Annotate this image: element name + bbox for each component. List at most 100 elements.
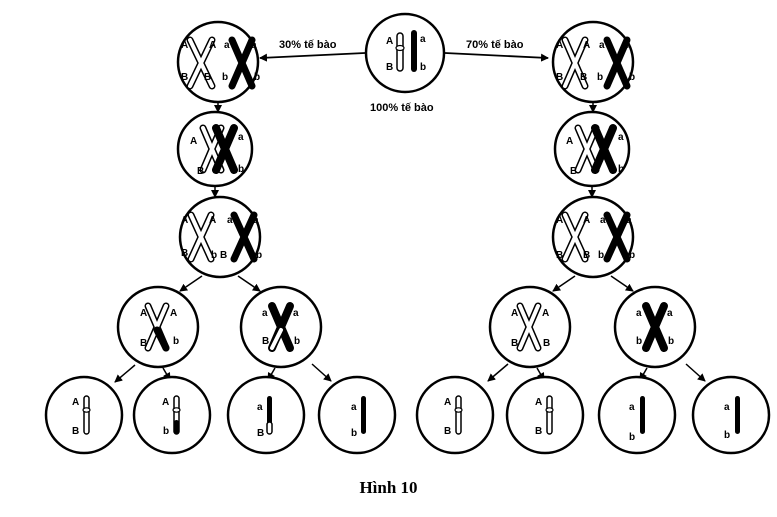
- gamete-Ab-left: Ab: [132, 375, 212, 455]
- svg-text:A: A: [535, 397, 542, 408]
- svg-text:A: A: [556, 40, 563, 51]
- svg-text:b: b: [618, 164, 624, 175]
- parent-cell: A B a b: [364, 12, 446, 94]
- svg-text:a: a: [257, 402, 263, 413]
- svg-text:A: A: [583, 40, 590, 51]
- svg-text:B: B: [262, 336, 269, 347]
- svg-text:A: A: [444, 397, 451, 408]
- svg-text:a: a: [599, 40, 605, 51]
- svg-text:A: A: [511, 308, 518, 319]
- gamete-aB-left: aB: [226, 375, 306, 455]
- right-cell-interphase: A A B B a a b b: [551, 20, 635, 104]
- svg-text:b: b: [629, 250, 635, 261]
- gamete-ab-right-1: ab: [597, 375, 677, 455]
- svg-text:b: b: [668, 336, 674, 347]
- svg-text:A: A: [583, 215, 590, 226]
- svg-text:a: a: [618, 132, 624, 143]
- svg-text:b: b: [597, 72, 603, 83]
- svg-text:A: A: [190, 136, 197, 147]
- svg-text:B: B: [72, 426, 79, 437]
- svg-text:B: B: [570, 166, 577, 177]
- parent-label: 100% tế bào: [370, 102, 434, 114]
- svg-text:a: a: [251, 40, 257, 51]
- parent-allele-b: b: [420, 62, 426, 73]
- svg-text:b: b: [256, 250, 262, 261]
- left-branch-label: 30% tế bào: [279, 39, 337, 51]
- svg-text:B: B: [204, 72, 211, 83]
- svg-text:b: b: [294, 336, 300, 347]
- svg-text:b: b: [173, 336, 179, 347]
- svg-text:b: b: [163, 426, 169, 437]
- svg-text:A: A: [209, 215, 216, 226]
- svg-text:B: B: [140, 338, 147, 349]
- svg-text:B: B: [543, 338, 550, 349]
- svg-text:b: b: [629, 72, 635, 83]
- right-cell-meiosis2-b: a a b b: [613, 285, 697, 369]
- svg-text:a: a: [351, 402, 357, 413]
- svg-text:a: a: [253, 215, 259, 226]
- svg-text:a: a: [667, 308, 673, 319]
- svg-text:A: A: [566, 136, 573, 147]
- svg-text:A: A: [162, 397, 169, 408]
- svg-text:B: B: [220, 250, 227, 261]
- parent-allele-B: B: [386, 62, 393, 73]
- figure-caption: Hình 10: [359, 478, 418, 497]
- svg-text:B: B: [444, 426, 451, 437]
- gamete-AB-left: AB: [44, 375, 124, 455]
- svg-text:b: b: [222, 72, 228, 83]
- svg-text:b: b: [351, 428, 357, 439]
- right-branch-label: 70% tế bào: [466, 39, 524, 51]
- parent-allele-a: a: [420, 34, 426, 45]
- svg-text:A: A: [170, 308, 177, 319]
- svg-text:b: b: [598, 250, 604, 261]
- svg-text:a: a: [625, 40, 631, 51]
- parent-chromosome-dark: [411, 30, 417, 72]
- svg-text:B: B: [511, 338, 518, 349]
- svg-text:A: A: [181, 40, 188, 51]
- svg-text:a: a: [724, 402, 730, 413]
- svg-text:A: A: [140, 308, 147, 319]
- svg-text:A: A: [72, 397, 79, 408]
- svg-text:B: B: [197, 166, 204, 177]
- svg-text:B: B: [556, 250, 563, 261]
- svg-text:a: a: [629, 402, 635, 413]
- right-cell-prophase: A B a b: [553, 110, 631, 188]
- svg-text:a: a: [262, 308, 268, 319]
- svg-text:A: A: [542, 308, 549, 319]
- svg-text:a: a: [600, 215, 606, 226]
- gamete-ab-right-2: ab: [691, 375, 771, 455]
- arrow-to-left-branch: [259, 52, 366, 62]
- svg-text:a: a: [224, 40, 230, 51]
- svg-text:a: a: [626, 215, 632, 226]
- svg-text:A: A: [181, 215, 188, 226]
- svg-text:b: b: [211, 250, 217, 261]
- gamete-AB-right-1: AB: [415, 375, 495, 455]
- svg-text:B: B: [583, 250, 590, 261]
- svg-text:a: a: [238, 132, 244, 143]
- svg-text:b: b: [629, 432, 635, 443]
- parent-chromosome-light: [395, 32, 405, 72]
- svg-text:B: B: [580, 72, 587, 83]
- arrow-to-right-branch: [444, 52, 549, 62]
- right-cell-metaphase-1: A A B B b a a b: [551, 195, 635, 279]
- svg-text:B: B: [535, 426, 542, 437]
- right-cell-meiosis2-a: A A B B: [488, 285, 572, 369]
- svg-text:b: b: [254, 72, 260, 83]
- svg-text:a: a: [293, 308, 299, 319]
- svg-text:b: b: [724, 430, 730, 441]
- svg-text:b: b: [636, 336, 642, 347]
- svg-text:B: B: [181, 248, 188, 259]
- left-cell-crossing-over: A B a b: [176, 110, 254, 188]
- svg-text:A: A: [556, 215, 563, 226]
- svg-text:a: a: [227, 215, 233, 226]
- svg-text:a: a: [636, 308, 642, 319]
- gamete-ab-left: ab: [317, 375, 397, 455]
- svg-text:b: b: [238, 164, 244, 175]
- svg-text:B: B: [556, 72, 563, 83]
